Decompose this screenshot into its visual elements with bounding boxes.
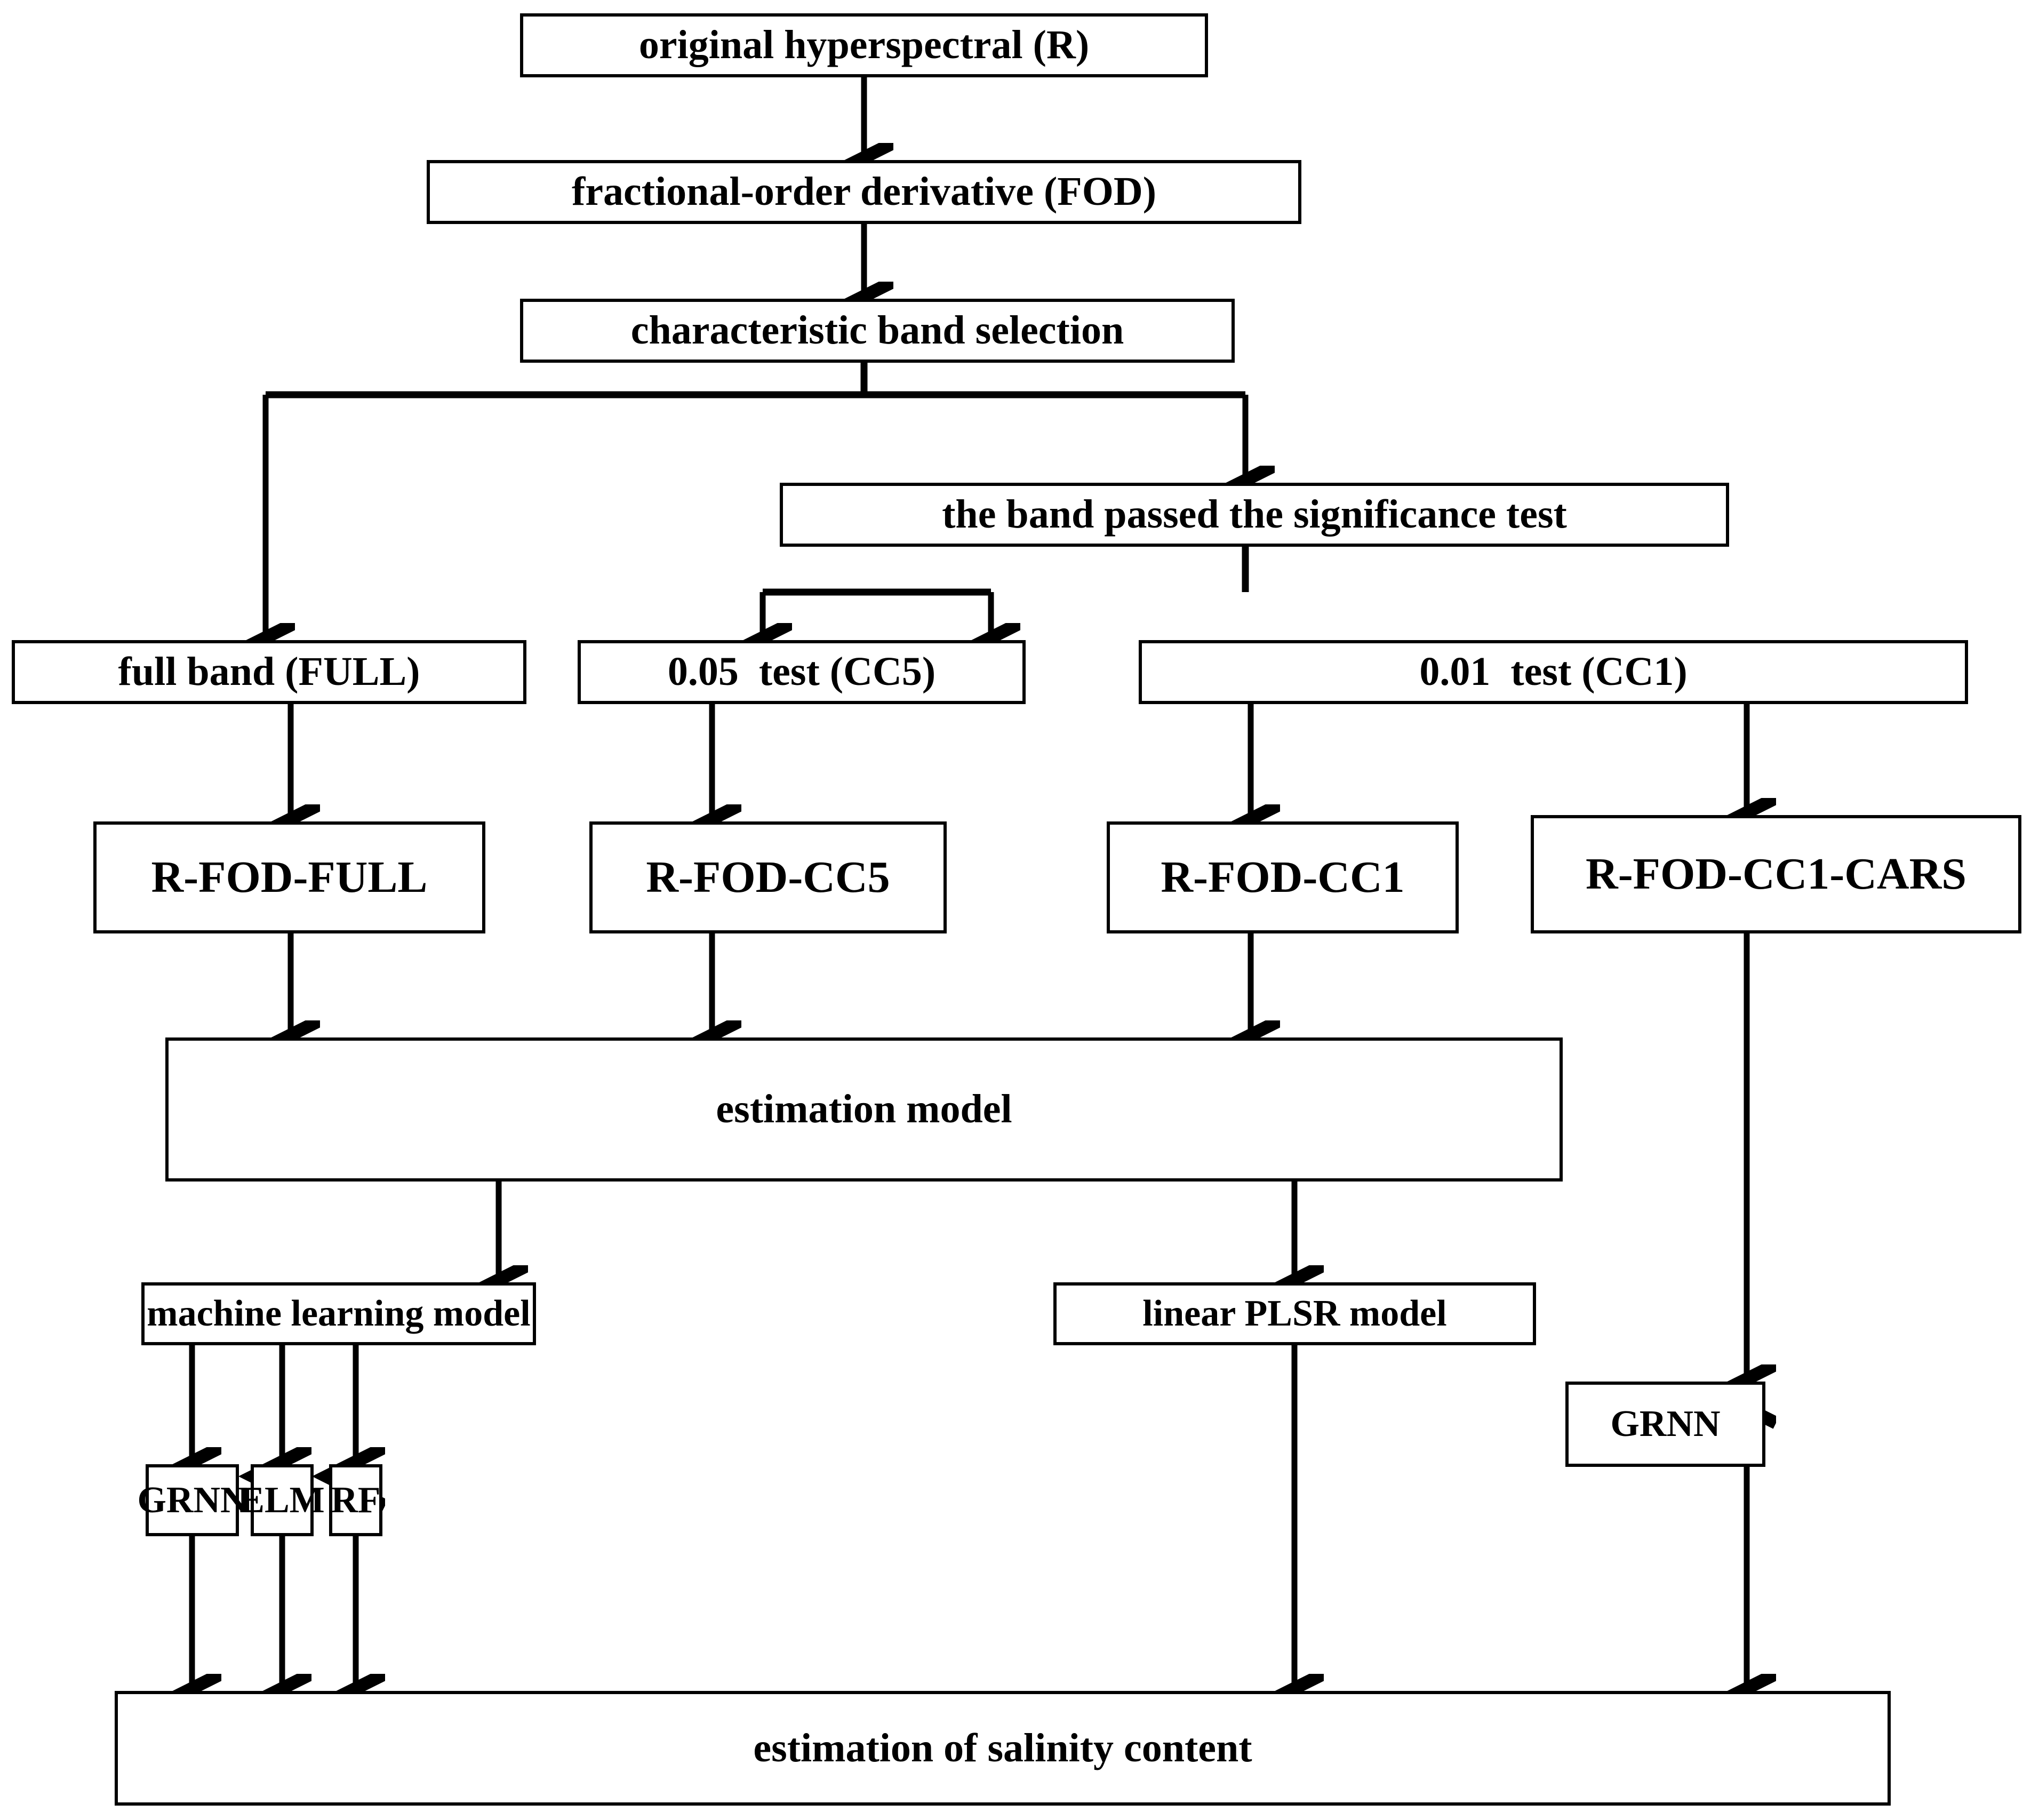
node-rf: RF <box>329 1464 382 1536</box>
node-salinity: estimation of salinity content <box>115 1691 1891 1806</box>
node-label: R-FOD-CC1 <box>1161 852 1405 902</box>
node-label: characteristic band selection <box>630 308 1124 353</box>
node-label: estimation of salinity content <box>753 1725 1252 1770</box>
node-grnn_right: GRNN <box>1565 1382 1765 1467</box>
node-label: fractional-order derivative (FOD) <box>571 169 1157 214</box>
node-grnn_left: GRNN <box>137 1464 247 1536</box>
node-original: original hyperspectral (R) <box>520 13 1208 77</box>
node-elm: ELM <box>239 1464 325 1536</box>
node-mlmodel: machine learning model <box>141 1282 536 1345</box>
node-cc1: 0.01 test (CC1) <box>1139 640 1968 704</box>
node-sigtest: the band passed the significance test <box>780 483 1729 547</box>
edge-bandsel-branch-bar <box>266 363 1245 398</box>
node-label: linear PLSR model <box>1142 1293 1447 1335</box>
node-label: full band (FULL) <box>118 649 420 695</box>
node-rfodcc5: R-FOD-CC5 <box>589 821 947 933</box>
node-label: RF <box>331 1479 381 1521</box>
node-label: original hyperspectral (R) <box>638 22 1090 68</box>
node-bandsel: characteristic band selection <box>520 299 1235 363</box>
node-label: estimation model <box>716 1087 1012 1132</box>
node-fullband: full band (FULL) <box>12 640 526 704</box>
node-label: R-FOD-CC5 <box>646 852 890 902</box>
node-label: R-FOD-FULL <box>151 852 428 902</box>
node-plsr: linear PLSR model <box>1053 1282 1536 1345</box>
node-label: GRNN <box>1610 1403 1721 1445</box>
node-rfodcc1cars: R-FOD-CC1-CARS <box>1531 815 2021 933</box>
node-cc5: 0.05 test (CC5) <box>578 640 1026 704</box>
node-label: machine learning model <box>147 1293 531 1335</box>
node-rfodfull: R-FOD-FULL <box>93 821 485 933</box>
node-fod: fractional-order derivative (FOD) <box>427 160 1301 224</box>
node-label: GRNN <box>137 1479 247 1521</box>
node-label: the band passed the significance test <box>942 492 1567 537</box>
node-rfodcc1: R-FOD-CC1 <box>1107 821 1459 933</box>
node-label: 0.05 test (CC5) <box>667 649 936 695</box>
node-label: 0.01 test (CC1) <box>1419 649 1688 695</box>
node-estmodel: estimation model <box>165 1037 1563 1182</box>
node-label: ELM <box>239 1479 325 1521</box>
node-label: R-FOD-CC1-CARS <box>1586 849 1966 899</box>
edge-sigtest-branch-bar <box>763 547 1249 596</box>
